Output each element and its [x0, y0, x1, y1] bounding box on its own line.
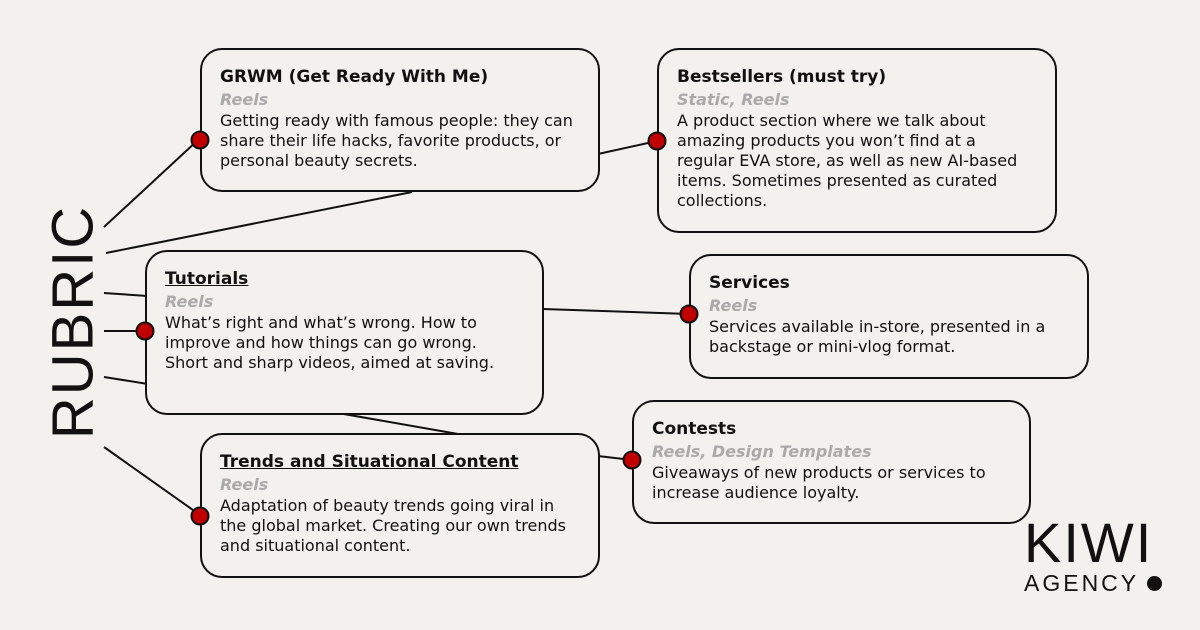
card-description: Adaptation of beauty trends going viral …	[220, 496, 566, 555]
card-title: Trends and Situational Content	[220, 452, 519, 472]
card-description: What’s right and what’s wrong. How to im…	[165, 313, 495, 372]
card-bestsellers: Bestsellers (must try) Static, Reels A p…	[657, 48, 1057, 233]
card-description: A product section where we talk about am…	[677, 111, 1018, 210]
connector-dot	[647, 131, 667, 151]
card-tutorials: Tutorials Reels What’s right and what’s …	[145, 250, 544, 415]
connector-dot	[135, 321, 155, 341]
card-contests: Contests Reels, Design Templates Giveawa…	[632, 400, 1031, 524]
kiwi-agency-logo: KIWI AGENCY	[1024, 515, 1164, 595]
connector-dot	[190, 130, 210, 150]
card-title: Contests	[652, 419, 737, 439]
card-tags: Reels	[165, 292, 214, 311]
logo-subtitle-text: AGENCY	[1024, 570, 1140, 596]
logo-subtitle: AGENCY	[1024, 571, 1164, 595]
card-title: Services	[709, 273, 790, 293]
card-title: Bestsellers (must try)	[677, 67, 887, 87]
connector-dot	[622, 450, 642, 470]
logo-dot-icon	[1147, 575, 1163, 591]
card-trends: Trends and Situational Content Reels Ada…	[200, 433, 600, 578]
card-tags: Reels	[220, 90, 269, 109]
card-tags: Reels, Design Templates	[652, 442, 872, 461]
card-title: Tutorials	[165, 269, 249, 289]
rubric-heading: RUBRIC	[40, 204, 106, 440]
card-grwm: GRWM (Get Ready With Me) Reels Getting r…	[200, 48, 600, 192]
card-tags: Reels	[220, 475, 269, 494]
logo-name: KIWI	[1024, 511, 1154, 574]
connector-dot	[190, 506, 210, 526]
card-description: Services available in-store, presented i…	[709, 317, 1046, 356]
card-services: Services Reels Services available in-sto…	[689, 254, 1089, 379]
card-tags: Reels	[709, 296, 758, 315]
card-title: GRWM (Get Ready With Me)	[220, 67, 489, 87]
card-description: Getting ready with famous people: they c…	[220, 111, 573, 170]
connector-dot	[679, 304, 699, 324]
card-description: Giveaways of new products or services to…	[652, 463, 986, 502]
card-tags: Static, Reels	[677, 90, 790, 109]
